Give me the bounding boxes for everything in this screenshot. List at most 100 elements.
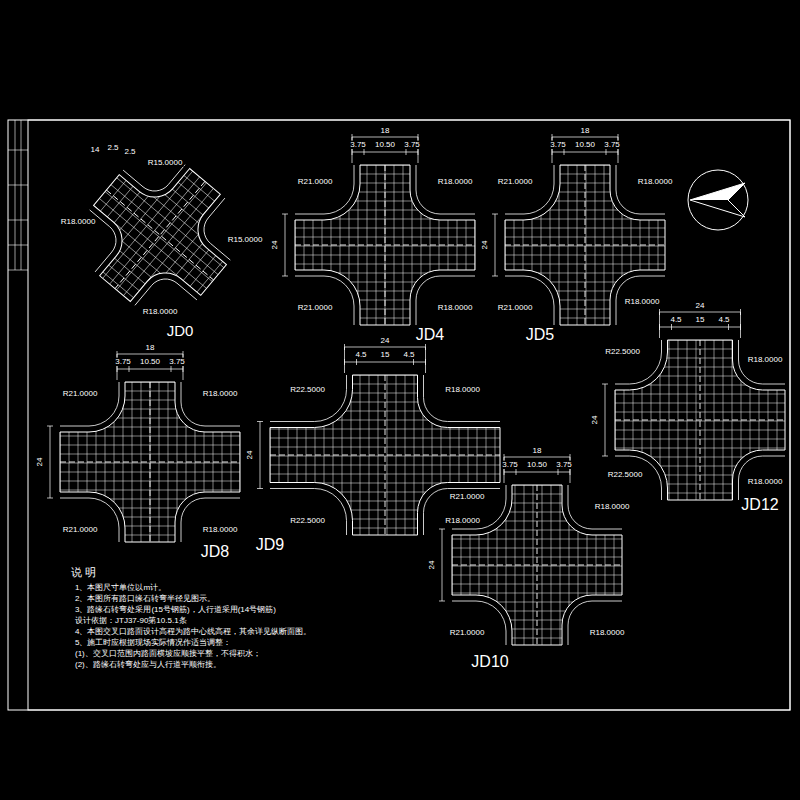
dimension-value: 4.5 bbox=[354, 351, 367, 359]
curb-line bbox=[295, 276, 354, 325]
intersection-plan bbox=[295, 165, 475, 325]
curb-line bbox=[616, 276, 665, 325]
dimension-value: 2.5 bbox=[123, 148, 136, 156]
dimension-value: 2.5 bbox=[106, 144, 119, 152]
curb-line bbox=[60, 498, 119, 542]
radius-label: R22.5000 bbox=[607, 471, 644, 479]
radius-label: R21.0000 bbox=[497, 178, 534, 186]
center-line bbox=[585, 165, 586, 325]
dimension-value: 3.75 bbox=[549, 141, 567, 149]
curb-line bbox=[568, 601, 622, 645]
center-line bbox=[505, 245, 665, 246]
radius-label: R18.0000 bbox=[437, 178, 474, 186]
dimension-value: 3.75 bbox=[114, 358, 132, 366]
dimension-value: 15 bbox=[695, 316, 706, 324]
dimension-lines bbox=[439, 454, 570, 601]
note-line: (1)、交叉口范围内路面横坡应顺接平整，不得积水； bbox=[74, 650, 262, 658]
dimension-value: 24 bbox=[246, 450, 254, 461]
dimension-value: 3.75 bbox=[501, 461, 519, 469]
curb-line bbox=[505, 276, 554, 325]
dimension-value: 10.50 bbox=[139, 358, 161, 366]
dimension-value: 18 bbox=[380, 127, 391, 135]
note-line: 3、路缘石转弯处采用(15号钢筋)，人行道采用(14号钢筋) bbox=[74, 606, 277, 614]
curb-line bbox=[505, 165, 554, 214]
radius-label: R21.0000 bbox=[297, 178, 334, 186]
curb-line bbox=[416, 276, 475, 325]
dimension-value: 15 bbox=[380, 351, 391, 359]
note-line: (2)、路缘石转弯处应与人行道平顺衔接。 bbox=[74, 661, 222, 669]
curb-line bbox=[181, 498, 240, 542]
intersection-id: JD5 bbox=[525, 327, 555, 343]
radius-label: R18.0000 bbox=[594, 503, 631, 511]
dimension-value: 24 bbox=[428, 560, 436, 571]
intersection-id: JD8 bbox=[200, 544, 230, 560]
note-line: 4、本图交叉口路面设计高程为路中心线高程，其余详见纵断面图。 bbox=[74, 628, 312, 636]
dimension-lines bbox=[602, 309, 741, 456]
dimension-value: 4.5 bbox=[669, 316, 682, 324]
curb-line bbox=[739, 456, 786, 500]
center-line bbox=[270, 455, 500, 456]
radius-label: R15.0000 bbox=[227, 236, 264, 244]
inner-frame bbox=[28, 120, 790, 710]
elevation-grid bbox=[270, 375, 500, 535]
elevation-grid bbox=[60, 382, 240, 542]
center-line bbox=[60, 462, 240, 463]
dimension-value: 3.75 bbox=[349, 141, 367, 149]
center-line bbox=[452, 565, 622, 566]
intersection-id: JD12 bbox=[740, 497, 779, 513]
dimension-value: 10.50 bbox=[574, 141, 596, 149]
elevation-grid bbox=[61, 136, 258, 333]
curb-line bbox=[615, 340, 662, 384]
curb-line bbox=[295, 165, 354, 214]
center-line bbox=[115, 181, 205, 288]
intersection-id: JD4 bbox=[415, 327, 445, 343]
radius-label: R18.0000 bbox=[747, 356, 784, 364]
dimension-lines bbox=[257, 344, 426, 489]
dimension-value: 18 bbox=[532, 447, 543, 455]
dimension-value: 3.75 bbox=[168, 358, 186, 366]
center-line bbox=[295, 245, 475, 246]
center-line bbox=[106, 190, 213, 280]
radius-label: R18.0000 bbox=[444, 517, 481, 525]
intersection-plan bbox=[270, 375, 500, 535]
radius-label: R15.0000 bbox=[147, 159, 184, 167]
radius-label: R22.5000 bbox=[289, 386, 326, 394]
curb-line bbox=[60, 382, 119, 426]
dimension-value: 24 bbox=[695, 302, 706, 310]
dimension-value: 18 bbox=[145, 344, 156, 352]
dimension-value: 24 bbox=[36, 457, 44, 468]
dimension-lines bbox=[492, 134, 618, 276]
curb-line bbox=[181, 382, 240, 426]
radius-label: R21.0000 bbox=[449, 493, 486, 501]
curb-line bbox=[452, 601, 506, 645]
center-line bbox=[615, 420, 785, 421]
radius-label: R18.0000 bbox=[60, 218, 97, 226]
dimension-value: 24 bbox=[591, 415, 599, 426]
curb-line bbox=[424, 375, 501, 422]
road-edge bbox=[61, 136, 258, 333]
radius-label: R21.0000 bbox=[449, 629, 486, 637]
elevation-grid bbox=[505, 165, 665, 325]
intersection-id: JD10 bbox=[470, 654, 509, 670]
curb-line bbox=[416, 165, 475, 214]
intersection-plan bbox=[61, 136, 258, 333]
dimension-value: 3.75 bbox=[403, 141, 421, 149]
radius-label: R18.0000 bbox=[202, 526, 239, 534]
radius-label: R18.0000 bbox=[624, 298, 661, 306]
radius-label: R18.0000 bbox=[142, 308, 179, 316]
note-line: 设计依据：JTJ37-90第10.5.1条 bbox=[74, 617, 188, 625]
sheet-border bbox=[8, 120, 790, 710]
radius-label: R18.0000 bbox=[589, 629, 626, 637]
intersection-plan bbox=[60, 382, 240, 542]
dimension-lines bbox=[282, 134, 418, 276]
radius-label: R18.0000 bbox=[437, 304, 474, 312]
intersection-plan bbox=[505, 165, 665, 325]
radius-label: R18.0000 bbox=[747, 478, 784, 486]
dimension-value: 18 bbox=[580, 127, 591, 135]
radius-label: R18.0000 bbox=[444, 386, 481, 394]
radius-label: R21.0000 bbox=[497, 304, 534, 312]
curb-line bbox=[270, 489, 347, 536]
road-edge bbox=[270, 375, 500, 535]
dimension-value: 24 bbox=[481, 240, 489, 251]
